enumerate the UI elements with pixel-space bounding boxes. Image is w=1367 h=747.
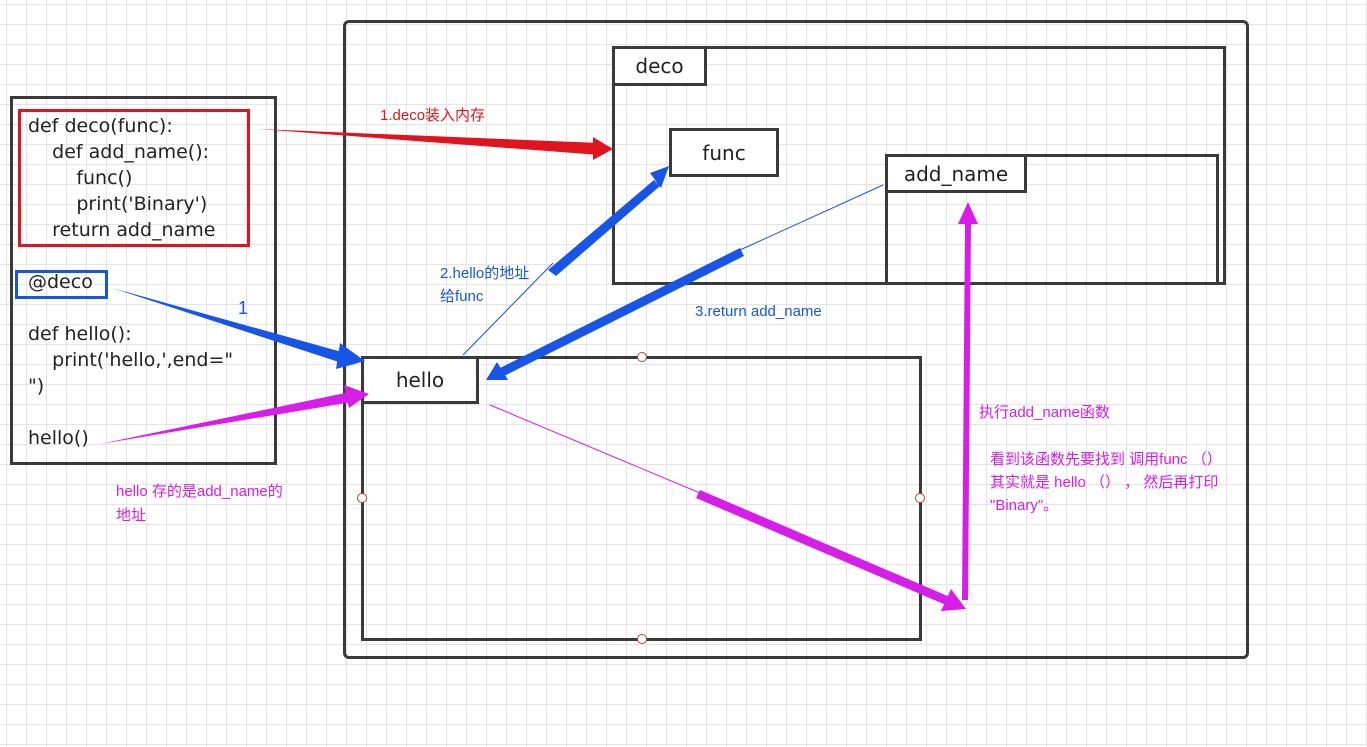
blue-arrow-1 bbox=[112, 288, 349, 364]
magenta-arrow-1-head bbox=[344, 385, 369, 408]
step2-label-line2: 给func bbox=[440, 288, 484, 305]
step1-number: 1 bbox=[238, 298, 249, 318]
deco-code-line: return add_name bbox=[28, 219, 216, 241]
blue-arrow-2 bbox=[548, 180, 660, 276]
decorator-line: @deco bbox=[28, 271, 93, 293]
magenta-arrow-2 bbox=[696, 490, 950, 605]
blue-thin-line-2 bbox=[462, 262, 554, 356]
magenta-arrow-1 bbox=[100, 392, 352, 444]
hello-note-line2: 地址 bbox=[116, 507, 147, 524]
step1-label: 1.deco装入内存 bbox=[380, 107, 486, 124]
magenta-arrow-3 bbox=[962, 222, 971, 600]
explain-line2: 其实就是 hello （） ， 然后再打印 bbox=[990, 474, 1219, 491]
func-box: func bbox=[669, 128, 779, 177]
explain-line3: "Binary"。 bbox=[990, 497, 1059, 514]
hello-code-line: ") bbox=[28, 375, 45, 397]
deco-code-line: print('Binary') bbox=[28, 193, 208, 215]
red-arrow-head bbox=[593, 137, 613, 160]
red-arrow bbox=[258, 129, 600, 155]
resize-handle-top[interactable] bbox=[637, 352, 647, 362]
exec-label: 执行add_name函数 bbox=[979, 404, 1110, 421]
step3-label: 3.return add_name bbox=[695, 303, 822, 320]
hello-note-line1: hello 存的是add_name的 bbox=[116, 483, 283, 500]
blue-arrow-2-head bbox=[650, 166, 669, 188]
add-name-frame bbox=[885, 154, 1219, 285]
blue-thin-line-3 bbox=[739, 184, 884, 251]
step2-label-line1: 2.hello的地址 bbox=[440, 265, 530, 282]
add-name-label: add_name bbox=[885, 154, 1027, 193]
resize-handle-bottom[interactable] bbox=[637, 634, 647, 644]
blue-arrow-3-head bbox=[486, 362, 508, 380]
deco-code-line: func() bbox=[28, 167, 133, 189]
deco-label: deco bbox=[612, 46, 707, 86]
hello-call-line: hello() bbox=[28, 427, 89, 449]
magenta-arrow-3-head bbox=[958, 202, 978, 224]
deco-code-line: def add_name(): bbox=[28, 141, 210, 163]
magenta-arrow-2-head bbox=[941, 589, 966, 611]
magenta-thin-line bbox=[489, 404, 701, 494]
blue-arrow-3 bbox=[500, 248, 744, 376]
hello-label: hello bbox=[361, 356, 479, 404]
resize-handle-right[interactable] bbox=[915, 493, 925, 503]
blue-arrow-1-head bbox=[336, 343, 365, 369]
memory-container bbox=[343, 20, 1249, 659]
deco-code-line: def deco(func): bbox=[28, 115, 173, 137]
decorator-highlight bbox=[15, 270, 108, 299]
code-panel bbox=[10, 96, 277, 465]
deco-code-highlight bbox=[18, 109, 250, 247]
hello-code-line: print('hello,',end=" bbox=[28, 349, 234, 371]
resize-handle-left[interactable] bbox=[357, 493, 367, 503]
explain-line1: 看到该函数先要找到 调用func （） bbox=[990, 451, 1222, 468]
hello-code-line: def hello(): bbox=[28, 323, 132, 345]
